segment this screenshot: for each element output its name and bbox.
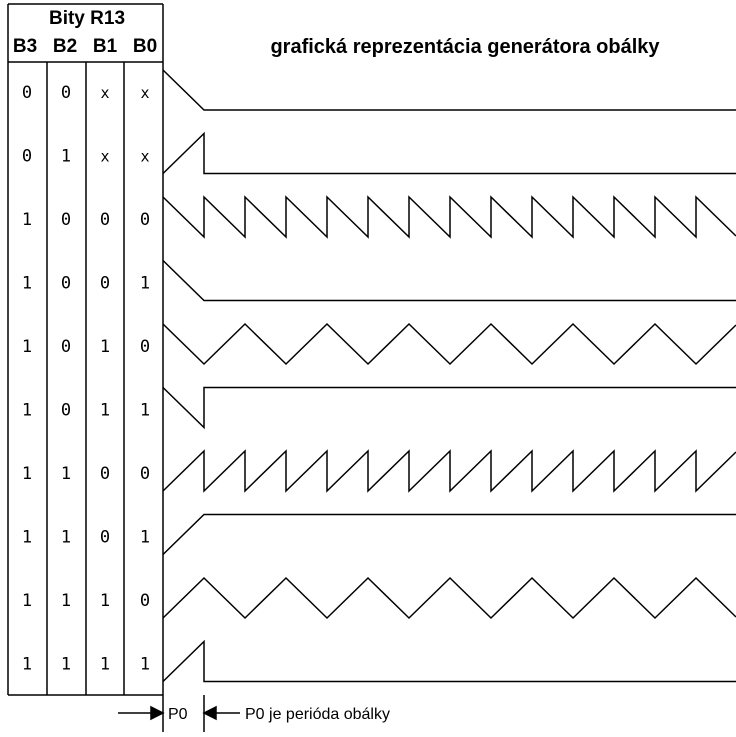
column-header-b1: B1 (93, 36, 118, 57)
period-label: P0 (168, 706, 188, 723)
envelope-waveform-decay-hold (162, 69, 736, 111)
bit-value-b2: 0 (61, 274, 71, 294)
diagram-title: grafická reprezentácia generátora obálky (270, 36, 660, 58)
period-arrow-right-head (202, 705, 217, 721)
envelope-waveform-saw-down (162, 195, 736, 239)
bit-value-b1: 0 (100, 528, 110, 548)
bit-value-b2: 1 (61, 655, 71, 675)
bit-value-b3: 1 (22, 401, 32, 421)
bit-value-b3: 1 (22, 591, 32, 611)
bit-value-b3: 1 (22, 210, 32, 230)
bit-value-b1: 1 (100, 337, 110, 357)
bit-value-b1: 0 (100, 210, 110, 230)
bit-value-b1: 0 (100, 274, 110, 294)
bit-value-b3: 1 (22, 655, 32, 675)
period-note: P0 je perióda obálky (245, 706, 390, 723)
bit-value-b3: 0 (22, 83, 32, 103)
bit-value-b1: 0 (100, 464, 110, 484)
table-row: 0 0 x x (22, 69, 736, 111)
envelope-waveform-decay-hold (162, 259, 736, 302)
table-row: 1 0 0 1 (22, 259, 736, 302)
bit-value-b2: 0 (61, 337, 71, 357)
bit-value-b0: x (140, 148, 149, 166)
envelope-waveform-saw-up (162, 449, 736, 493)
bit-value-b0: 1 (140, 274, 150, 294)
table-row: 1 1 1 1 (22, 639, 736, 683)
bit-value-b3: 1 (22, 528, 32, 548)
bit-value-b1: x (100, 84, 109, 102)
envelope-waveform-attack-high (162, 513, 736, 556)
envelope-waveform-triangle-up (162, 576, 736, 620)
envelope-waveform-triangle-down (162, 322, 736, 366)
column-header-b2: B2 (53, 36, 77, 57)
table-row: 1 1 0 0 (22, 449, 736, 493)
period-marker (118, 695, 240, 732)
bit-value-b3: 1 (22, 464, 32, 484)
column-header-b0: B0 (133, 36, 157, 57)
bit-value-b2: 0 (61, 210, 71, 230)
bit-group-label: Bity R13 (49, 8, 125, 29)
envelope-waveform-attack-drop (162, 639, 736, 683)
bit-value-b0: 0 (140, 591, 150, 611)
table-row: 1 0 0 0 (22, 195, 736, 239)
bit-value-b0: 0 (140, 210, 150, 230)
bit-value-b2: 0 (61, 401, 71, 421)
bit-value-b2: 0 (61, 83, 71, 103)
rows-layer: 0 0 x x 0 1 x x 1 0 0 0 1 0 0 1 1 0 1 0 1 0 1 1 1 1 0 0 1 1 0 1 1 1 1 0 1 1 1 1 (22, 69, 736, 683)
period-arrow-left-head (150, 705, 165, 721)
bit-value-b1: 1 (100, 401, 110, 421)
table-row: 1 1 1 0 (22, 576, 736, 620)
bit-value-b0: 1 (140, 655, 150, 675)
table-row: 1 1 0 1 (22, 513, 736, 556)
bit-value-b1: x (100, 148, 109, 166)
envelope-waveform-decay-high (162, 386, 736, 430)
bit-value-b2: 1 (61, 528, 71, 548)
bit-value-b1: 1 (100, 591, 110, 611)
bit-value-b2: 1 (61, 591, 71, 611)
bit-value-b0: 1 (140, 528, 150, 548)
bit-value-b1: 1 (100, 655, 110, 675)
bit-value-b3: 1 (22, 274, 32, 294)
bit-value-b2: 1 (61, 464, 71, 484)
table-row: 1 0 1 0 (22, 322, 736, 366)
bit-value-b3: 0 (22, 147, 32, 167)
table-row: 1 0 1 1 (22, 386, 736, 430)
bit-value-b2: 1 (61, 147, 71, 167)
bit-value-b0: 0 (140, 464, 150, 484)
table-row: 0 1 x x (22, 131, 736, 175)
column-header-b3: B3 (13, 36, 37, 57)
bit-value-b0: 1 (140, 401, 150, 421)
envelope-waveform-attack-drop (162, 131, 736, 175)
bit-value-b0: x (140, 84, 149, 102)
bit-table (7, 3, 164, 732)
bit-value-b0: 0 (140, 337, 150, 357)
bit-value-b3: 1 (22, 337, 32, 357)
